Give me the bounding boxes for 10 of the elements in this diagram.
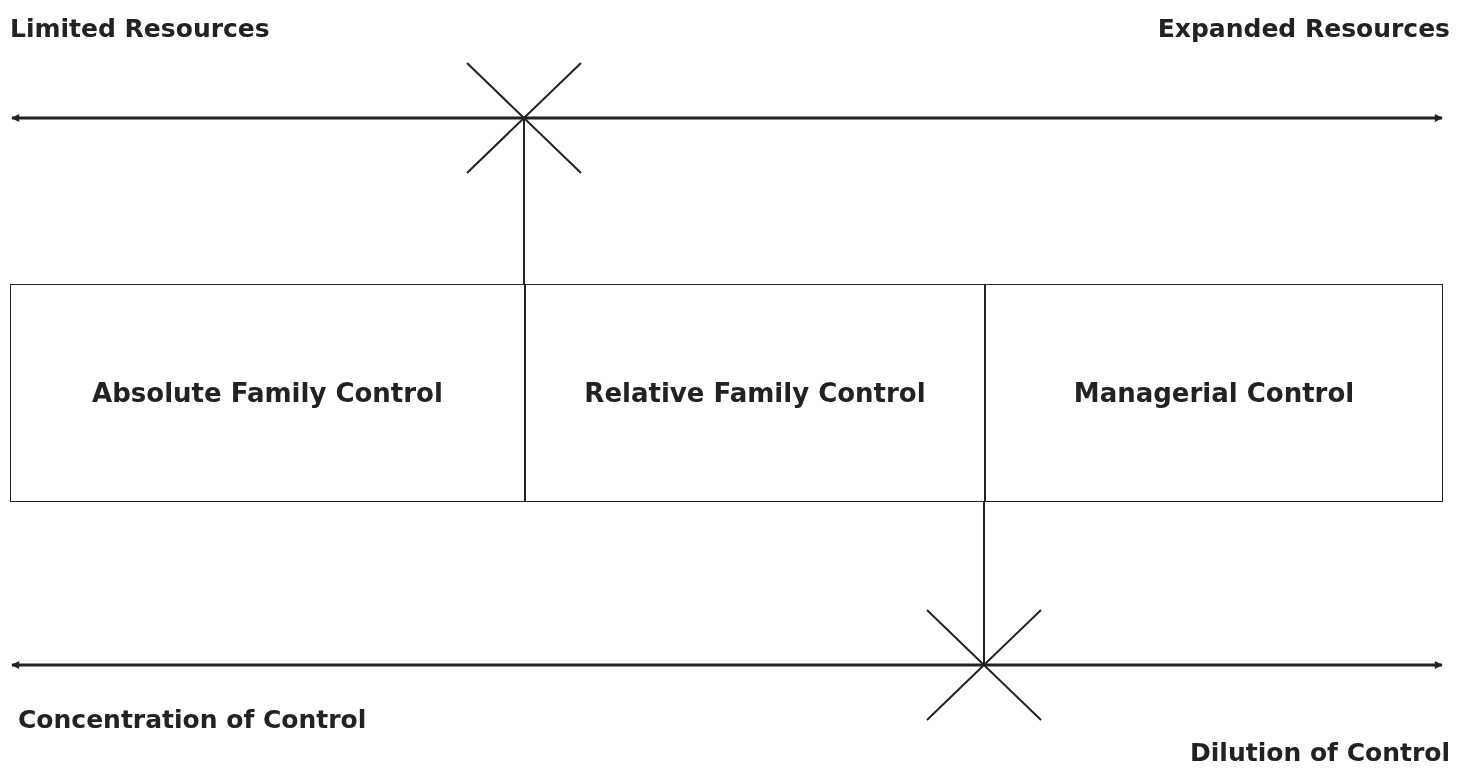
axis-end-label: Limited Resources [10,14,270,43]
category-label: Absolute Family Control [92,378,443,408]
category-box [984,284,1443,502]
axis-end-label: Dilution of Control [1190,738,1450,767]
axis-end-label: Concentration of Control [18,705,367,734]
category-box [10,284,525,502]
axis-end-label: Expanded Resources [1157,14,1450,43]
category-label: Relative Family Control [584,378,926,408]
category-box [524,284,985,502]
category-label: Managerial Control [1073,378,1355,408]
